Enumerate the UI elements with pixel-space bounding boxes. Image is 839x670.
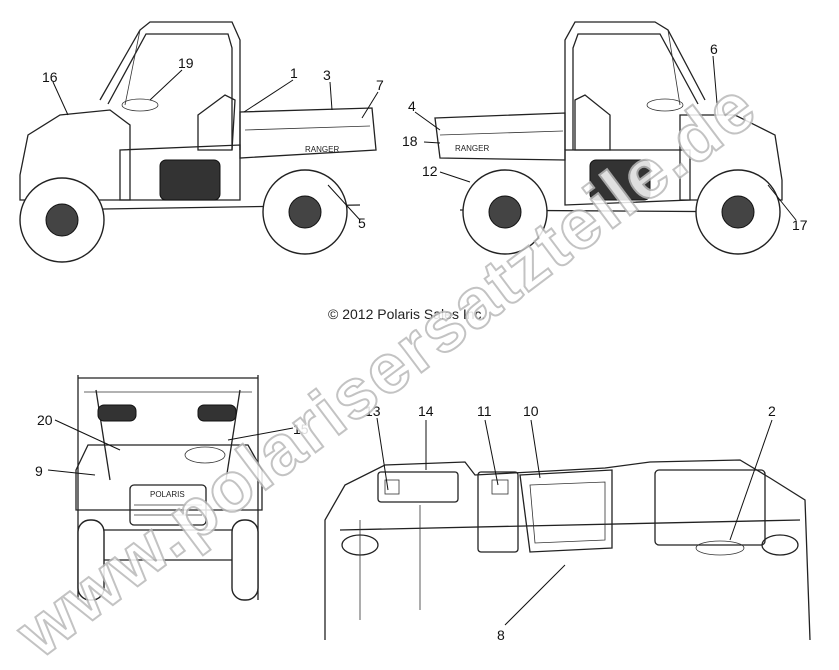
callout-7: 7 [376,77,384,93]
callout-10: 10 [523,403,539,419]
callout-12: 12 [422,163,438,179]
callout-11: 11 [477,403,492,419]
front-grille [129,484,207,526]
left-storage [377,471,459,503]
leader-lines [47,55,797,626]
callout-numbers: 16 19 1 3 7 5 4 18 12 6 17 20 9 15 13 14… [35,41,808,643]
glove-box [654,469,766,546]
callout-5: 5 [358,215,366,231]
callout-8: 8 [497,627,505,643]
callout-16: 16 [42,69,58,85]
callout-9: 9 [35,463,43,479]
callout-14: 14 [418,403,434,419]
callout-6: 6 [710,41,718,57]
callout-17: 17 [792,217,808,233]
callout-13: 13 [365,403,381,419]
callout-4: 4 [408,98,416,114]
callout-18: 18 [402,133,418,149]
left-side-view: RANGER [19,21,377,263]
polaris-badge: POLARIS [150,490,185,499]
right-side-view: RANGER [434,21,783,255]
cargo-box-left [239,107,377,159]
front-view: POLARIS [75,375,263,601]
callout-15: 15 [293,421,309,437]
callout-3: 3 [323,67,331,83]
ranger-label-right: RANGER [455,144,489,153]
callout-2: 2 [768,403,776,419]
gauge-cluster [519,469,613,553]
headrest-left [97,404,137,422]
copyright-notice: © 2012 Polaris Sales Inc. [328,306,485,322]
headrest-right [197,404,237,422]
callout-20: 20 [37,412,53,428]
cup-holder-right [761,534,799,556]
dashboard-detail-view [324,459,811,641]
center-panel [477,471,519,553]
callout-1: 1 [290,65,298,81]
ranger-label-left: RANGER [305,145,339,154]
front-wheel-fr [231,519,259,601]
watermark-text: www.polarisersatzteile.de [1,66,770,670]
callout-19: 19 [178,55,194,71]
front-wheel-fl [77,519,105,601]
